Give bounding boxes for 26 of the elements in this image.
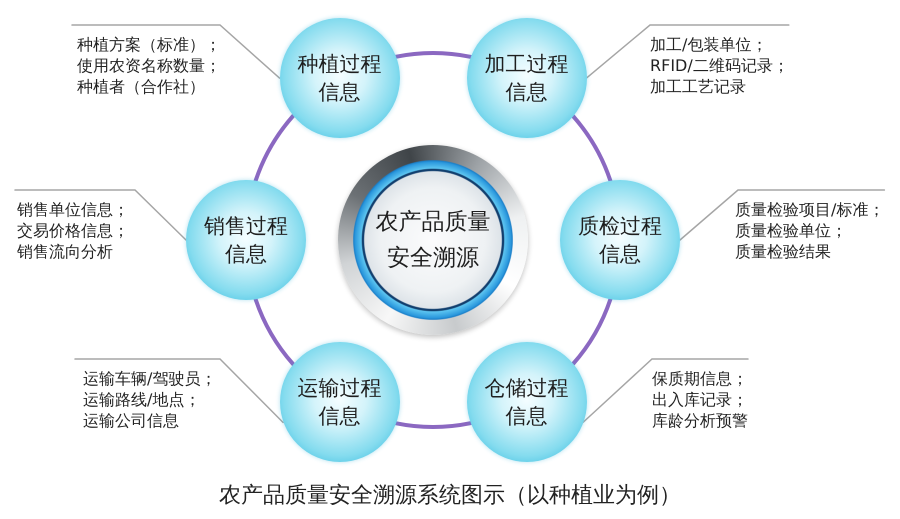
- ring-arc: [254, 114, 295, 183]
- ring-arc: [394, 421, 472, 429]
- process-label: 加工过程信息: [484, 51, 570, 106]
- process-label: 销售过程信息: [203, 213, 289, 268]
- info-text: 质量检验项目/标准； 质量检验单位； 质量检验结果: [733, 190, 884, 262]
- leader-line: [582, 358, 749, 424]
- info-text: 加工/包装单位； RFID/二维码记录； 加工工艺记录: [645, 25, 789, 97]
- process-label: 运输过程信息: [296, 374, 382, 430]
- info-text: 销售单位信息； 交易价格信息； 销售流向分析: [15, 190, 129, 262]
- leader-line: [679, 189, 886, 241]
- process-label: 仓储过程信息: [484, 374, 570, 430]
- leader-line: [74, 358, 284, 424]
- leader-line: [71, 24, 280, 79]
- info-text: 种植方案（标准）； 使用农资名称数量； 种植者（合作社）: [72, 25, 221, 97]
- leader-line: [14, 189, 187, 241]
- info-text: 保质期信息； 出入库记录； 库龄分析预警: [648, 359, 748, 431]
- ring-arc: [394, 51, 472, 59]
- ring-arc: [571, 297, 612, 366]
- process-label: 质检过程信息: [577, 213, 663, 268]
- ring-arc: [571, 114, 612, 183]
- info-text: 运输车辆/驾驶员； 运输路线/地点； 运输公司信息: [75, 359, 216, 431]
- hub-label: 农产品质量安全溯源: [374, 208, 492, 273]
- process-label: 种植过程信息: [296, 51, 382, 106]
- leader-line: [586, 24, 790, 79]
- caption: 农产品质量安全溯源系统图示（以种植业为例）: [219, 483, 681, 508]
- ring-arc: [254, 297, 295, 366]
